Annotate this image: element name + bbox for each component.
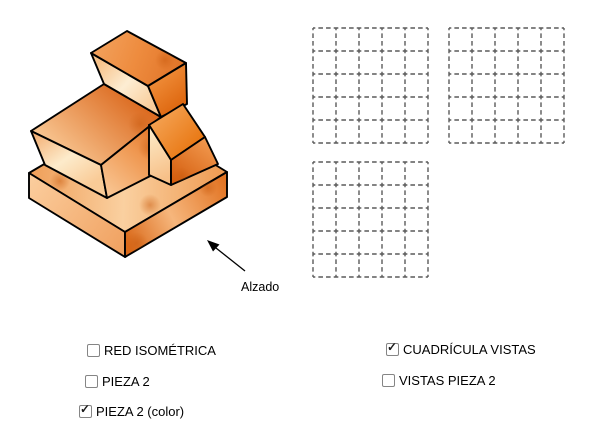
view-grid-1[interactable]: [448, 27, 565, 144]
view-arrow-label: Alzado: [241, 280, 279, 294]
isometric-piece: [28, 30, 228, 258]
checkbox-label: PIEZA 2: [102, 374, 150, 389]
checkbox-row-vistas-pieza-2[interactable]: VISTAS PIEZA 2: [382, 374, 496, 387]
checkbox-row-pieza-2[interactable]: PIEZA 2: [85, 375, 150, 388]
checkbox-label: PIEZA 2 (color): [96, 404, 185, 419]
shading-blotch: [139, 194, 161, 216]
arrow-head-icon: [207, 240, 220, 252]
checkmark-icon: ✓: [80, 402, 91, 416]
checkbox-pieza-2-color[interactable]: ✓: [79, 402, 92, 418]
piece-face-top-right-cap: [147, 62, 188, 118]
checkbox-row-red-isometrica[interactable]: RED ISOMÉTRICA: [87, 344, 216, 357]
checkbox-red-isometrica[interactable]: [87, 344, 100, 357]
checkbox-label: CUADRÍCULA VISTAS: [403, 342, 536, 357]
checkbox-row-pieza-2-color[interactable]: ✓ PIEZA 2 (color): [79, 402, 185, 419]
view-grid-0[interactable]: [312, 27, 429, 144]
checkmark-icon: ✓: [387, 340, 398, 354]
view-grids: [312, 27, 565, 278]
checkbox-cuadricula-vistas[interactable]: ✓: [386, 340, 399, 356]
arrow-line: [215, 247, 246, 272]
checkbox-row-cuadricula-vistas[interactable]: ✓ CUADRÍCULA VISTAS: [386, 340, 536, 357]
view-grid-2[interactable]: [312, 161, 429, 278]
checkbox-vistas-pieza-2[interactable]: [382, 374, 395, 387]
checkbox-label: RED ISOMÉTRICA: [104, 343, 216, 358]
checkbox-label: VISTAS PIEZA 2: [399, 373, 496, 388]
checkbox-pieza-2[interactable]: [85, 375, 98, 388]
front-view-arrow: [207, 240, 246, 272]
shading-blotch: [155, 50, 175, 70]
